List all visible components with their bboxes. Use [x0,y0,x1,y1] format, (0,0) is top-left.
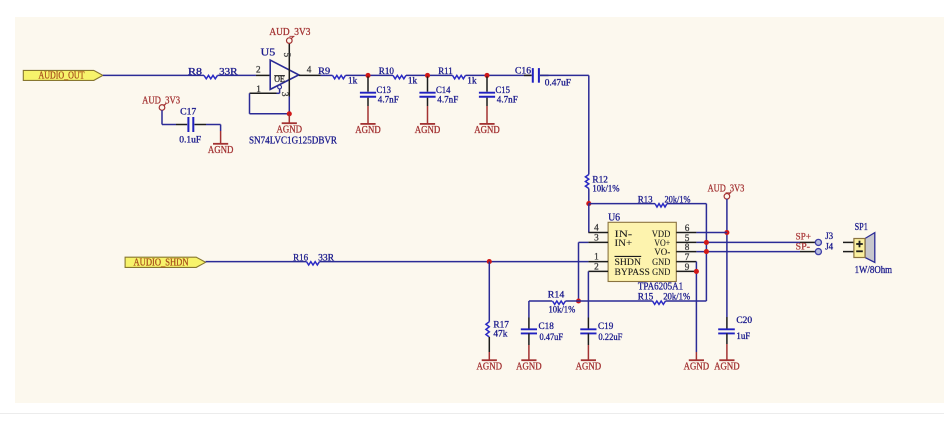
svg-text:AGND: AGND [576,361,602,372]
svg-text:U6: U6 [608,212,620,223]
svg-text:8: 8 [685,242,690,252]
svg-text:IN+: IN+ [615,238,633,249]
svg-text:C20: C20 [736,316,752,326]
svg-text:33R: 33R [318,253,335,263]
svg-text:20k/1%: 20k/1% [663,292,690,302]
svg-text:AUDIO_OUT: AUDIO_OUT [39,70,86,81]
svg-text:R15: R15 [638,292,654,302]
svg-text:6: 6 [685,223,690,233]
svg-text:2: 2 [594,261,599,271]
svg-text:33R: 33R [219,67,238,77]
svg-text:R17: R17 [493,321,509,331]
svg-text:AUD_3V3: AUD_3V3 [269,27,310,38]
svg-text:AUD_3V3: AUD_3V3 [708,183,745,194]
svg-text:4: 4 [594,223,599,233]
svg-text:R12: R12 [592,175,608,185]
svg-text:AGND: AGND [208,145,234,156]
svg-text:0.1uF: 0.1uF [179,136,201,146]
svg-text:SP-: SP- [796,243,811,253]
svg-text:4: 4 [307,65,312,75]
svg-text:R14: R14 [548,290,565,300]
svg-text:R8: R8 [188,67,202,77]
svg-text:0.47uF: 0.47uF [545,78,571,88]
svg-text:3: 3 [594,232,599,242]
svg-text:5: 5 [282,53,292,58]
svg-text:SHDN: SHDN [615,257,642,268]
svg-text:AGND: AGND [277,124,303,135]
svg-text:U5: U5 [261,47,276,58]
svg-text:7: 7 [685,252,690,262]
svg-text:2: 2 [256,65,261,75]
svg-text:C17: C17 [180,107,196,117]
svg-text:TPA6205A1: TPA6205A1 [638,282,683,293]
svg-text:1uF: 1uF [736,332,750,342]
svg-text:SP+: SP+ [796,232,812,242]
svg-text:1W/8Ohm: 1W/8Ohm [855,265,893,276]
svg-text:C14: C14 [436,86,451,96]
svg-text:C18: C18 [539,322,555,332]
svg-text:10k/1%: 10k/1% [549,306,576,316]
svg-text:5: 5 [685,233,690,243]
svg-text:J4: J4 [825,242,833,252]
svg-text:9: 9 [685,262,690,272]
svg-text:OE: OE [274,75,285,85]
svg-text:1: 1 [594,252,599,262]
svg-text:AUDIO_SHDN: AUDIO_SHDN [134,258,189,269]
svg-text:10k/1%: 10k/1% [592,185,619,195]
svg-text:4.7nF: 4.7nF [437,96,458,106]
svg-text:GND: GND [652,267,670,278]
svg-text:R16: R16 [293,253,308,263]
svg-text:C19: C19 [598,322,614,332]
svg-text:AGND: AGND [355,125,381,136]
svg-text:AGND: AGND [714,361,740,372]
svg-text:AGND: AGND [684,361,710,372]
svg-text:AGND: AGND [477,361,503,372]
svg-text:VO+: VO+ [654,238,670,249]
svg-text:AGND: AGND [516,361,542,372]
svg-text:AGND: AGND [415,125,441,136]
svg-text:R10: R10 [379,67,394,77]
svg-text:SN74LVC1G125DBVR: SN74LVC1G125DBVR [249,136,337,147]
svg-text:VDD: VDD [652,229,671,240]
svg-text:4.7nF: 4.7nF [378,96,399,106]
svg-text:0.22uF: 0.22uF [598,333,622,343]
svg-text:GND: GND [652,257,670,268]
svg-text:20k/1%: 20k/1% [665,195,691,205]
svg-text:1: 1 [256,84,261,94]
svg-text:C16: C16 [515,67,531,77]
svg-text:IN-: IN- [615,229,633,240]
svg-text:1k: 1k [348,76,358,86]
svg-text:R11: R11 [438,67,453,77]
svg-text:C15: C15 [496,86,511,96]
svg-text:BYPASS: BYPASS [615,267,650,278]
svg-text:VO-: VO- [654,247,670,258]
svg-text:AUD_3V3: AUD_3V3 [142,96,180,107]
svg-text:C13: C13 [377,86,392,96]
svg-text:0.47uF: 0.47uF [540,333,564,343]
svg-text:J3: J3 [825,232,833,242]
svg-text:SP1: SP1 [855,222,868,233]
svg-text:1k: 1k [467,76,477,86]
svg-text:R9: R9 [318,67,330,77]
svg-text:3: 3 [280,92,290,97]
svg-text:R13: R13 [638,195,653,205]
svg-text:4.7nF: 4.7nF [497,96,518,106]
svg-text:AGND: AGND [474,125,500,136]
svg-text:47k: 47k [493,330,507,340]
svg-text:1k: 1k [408,76,418,86]
